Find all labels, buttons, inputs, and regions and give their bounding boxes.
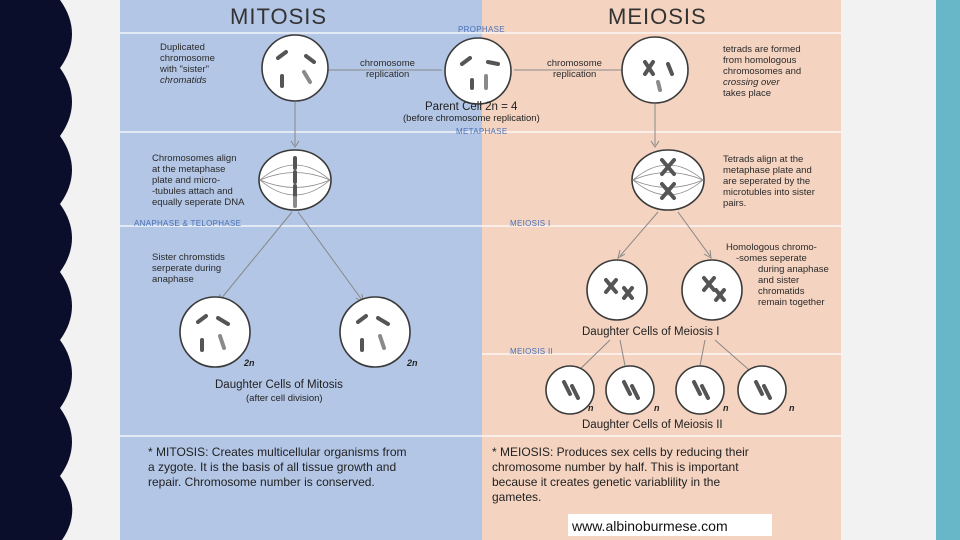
ploidy-meiosis2-4: n xyxy=(789,403,795,413)
note-duplicated-4: chromatids xyxy=(160,75,207,86)
summary-meiosis-4: gametes. xyxy=(492,490,541,504)
ploidy-meiosis2-2: n xyxy=(654,403,660,413)
replication-label-left-2: replication xyxy=(366,69,409,80)
caption-mitosis-daughters: Daughter Cells of Mitosis xyxy=(215,379,343,391)
mitosis-metaphase-cell xyxy=(258,149,332,211)
note-tetrads-align-1: Tetrads align at the xyxy=(723,154,803,165)
note-duplicated-1: Duplicated xyxy=(160,42,205,53)
note-sister-separate-2: serperate during xyxy=(152,263,221,274)
meiosis2-daughter-cell-2 xyxy=(605,365,655,415)
meiosis2-daughter-cell-4 xyxy=(737,365,787,415)
meiosis-metaphase-cell xyxy=(631,149,705,211)
mitosis-meiosis-diagram: MITOSIS MEIOSIS PROPHASE METAPHASE ANAPH… xyxy=(120,0,841,540)
note-tetrads-align-2: metaphase plate and xyxy=(723,165,812,176)
caption-mitosis-daughters-sub: (after cell division) xyxy=(246,393,323,404)
note-homologous-2: -somes seperate xyxy=(736,253,807,264)
note-homologous-5: chromatids xyxy=(758,286,805,297)
parent-cell xyxy=(444,37,512,105)
summary-mitosis-3: repair. Chromosome number is conserved. xyxy=(148,475,375,489)
note-tetrads-formed-4: crossing over xyxy=(723,77,780,88)
summary-mitosis-2: a zygote. It is the basis of all tissue … xyxy=(148,460,396,474)
note-tetrads-formed-3: chromosomes and xyxy=(723,66,801,77)
parent-cell-title: Parent Cell 2n = 4 xyxy=(425,101,518,113)
note-tetrads-align-5: pairs. xyxy=(723,198,746,209)
replication-label-left-1: chromosome xyxy=(360,58,415,69)
note-duplicated-3: with "sister" xyxy=(159,64,209,75)
note-homologous-1: Homologous chromo- xyxy=(726,242,817,253)
note-tetrads-formed-2: from homologous xyxy=(723,55,797,66)
note-align-metaphase-5: equally seperate DNA xyxy=(152,197,245,208)
arrow-meiosis-to-metaphase xyxy=(650,104,660,148)
phase-prophase: PROPHASE xyxy=(458,25,505,34)
caption-meiosis1-daughters: Daughter Cells of Meiosis I xyxy=(582,326,719,338)
note-tetrads-align-4: microtubles into sister xyxy=(723,187,815,198)
watermark-box xyxy=(568,514,772,536)
note-tetrads-formed-1: tetrads are formed xyxy=(723,44,801,55)
mitosis-daughter-cell-left xyxy=(179,296,251,368)
meiosis2-daughter-cell-3 xyxy=(675,365,725,415)
phase-anaphase-telophase: ANAPHASE & TELOPHASE xyxy=(134,219,241,228)
left-scalloped-border xyxy=(0,0,73,540)
replication-label-right-2: replication xyxy=(553,69,596,80)
phase-meiosis-2: MEIOSIS II xyxy=(510,347,553,356)
meiosis-heading: MEIOSIS xyxy=(608,4,707,29)
meiosis1-daughter-cell-right xyxy=(681,259,743,321)
arrow-meiosis1-left xyxy=(617,211,659,260)
note-align-metaphase-1: Chromosomes align xyxy=(152,153,236,164)
note-tetrads-align-3: are seperated by the xyxy=(723,176,810,187)
meiosis2-daughter-cell-1 xyxy=(545,365,595,415)
note-homologous-6: remain together xyxy=(758,297,825,308)
arrow-meiosis1-right xyxy=(677,211,712,259)
caption-meiosis2-daughters: Daughter Cells of Meiosis II xyxy=(582,419,723,431)
summary-meiosis-2: chromosome number by half. This is impor… xyxy=(492,460,739,474)
watermark-text: www.albinoburmese.com xyxy=(571,518,728,534)
parent-cell-subtitle: (before chromosome replication) xyxy=(403,113,540,124)
mitosis-prophase-cell xyxy=(261,34,329,102)
phase-meiosis-1: MEIOSIS I xyxy=(510,219,551,228)
meiosis1-daughter-cell-left xyxy=(586,259,648,321)
summary-mitosis-1: * MITOSIS: Creates multicellular organis… xyxy=(148,445,407,459)
mitosis-daughter-cell-right xyxy=(339,296,411,368)
ploidy-mitosis-left: 2n xyxy=(243,358,255,368)
ploidy-meiosis2-1: n xyxy=(588,403,594,413)
mitosis-heading: MITOSIS xyxy=(230,4,327,29)
note-sister-separate-3: anaphase xyxy=(152,274,194,285)
note-sister-separate-1: Sister chromstids xyxy=(152,252,225,263)
note-align-metaphase-4: -tubules attach and xyxy=(152,186,233,197)
arrow-mitosis-to-metaphase xyxy=(290,102,300,148)
note-tetrads-formed-5: takes place xyxy=(723,88,771,99)
phase-metaphase: METAPHASE xyxy=(456,127,507,136)
ploidy-meiosis2-3: n xyxy=(723,403,729,413)
note-duplicated-2: chromosome xyxy=(160,53,215,64)
note-homologous-4: and sister xyxy=(758,275,799,286)
replication-label-right-1: chromosome xyxy=(547,58,602,69)
meiosis-prophase-cell xyxy=(621,36,689,104)
note-align-metaphase-3: plate and micro- xyxy=(152,175,220,186)
summary-meiosis-3: because it creates genetic variablility … xyxy=(492,475,720,489)
note-align-metaphase-2: at the metaphase xyxy=(152,164,225,175)
right-accent-bar xyxy=(936,0,960,540)
summary-meiosis-1: * MEIOSIS: Produces sex cells by reducin… xyxy=(492,445,749,459)
note-homologous-3: during anaphase xyxy=(758,264,829,275)
ploidy-mitosis-right: 2n xyxy=(406,358,418,368)
